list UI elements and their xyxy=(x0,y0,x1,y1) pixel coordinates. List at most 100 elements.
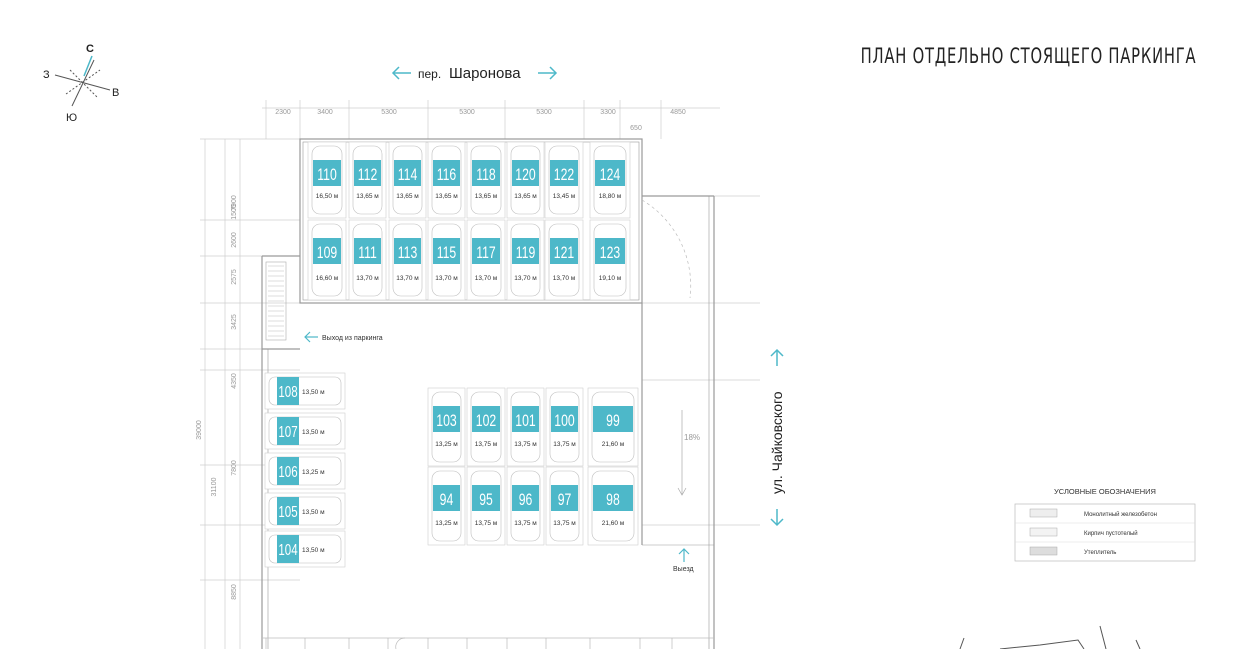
space-number: 111 xyxy=(358,244,377,262)
car-outline xyxy=(548,223,580,297)
space-number-box xyxy=(354,160,381,186)
car-outline xyxy=(593,223,627,297)
space-area: 13,75 м xyxy=(553,520,576,527)
space-number-box xyxy=(433,160,460,186)
arrow-up-icon xyxy=(770,348,784,366)
space-area: 13,65 м xyxy=(514,193,537,200)
exit-parking-label: Выход из паркинга xyxy=(322,335,383,342)
dimension-label: 7800 xyxy=(231,460,238,476)
space-number-box xyxy=(472,238,500,264)
car-outline xyxy=(392,145,423,215)
space-area: 13,50 м xyxy=(302,547,325,554)
space-number: 95 xyxy=(479,491,493,509)
space-number: 104 xyxy=(278,540,297,558)
car-outline xyxy=(549,391,580,463)
space-number-box xyxy=(277,417,299,445)
space-area: 16,50 м xyxy=(316,193,339,200)
street-right: ул. Чайковского xyxy=(769,391,785,494)
parking-space: 104 13,50 м xyxy=(264,530,346,568)
car-outline xyxy=(510,391,541,463)
space-area: 13,25 м xyxy=(435,520,458,527)
legend-item: Монолитный железобетон xyxy=(1084,511,1157,518)
space-number-box xyxy=(472,406,500,432)
space-number: 106 xyxy=(278,462,297,480)
dimension-label: 4350 xyxy=(231,373,238,389)
space-area: 13,65 м xyxy=(396,193,419,200)
space-number: 110 xyxy=(317,166,336,184)
space-number: 94 xyxy=(440,491,454,509)
space-area: 21,60 м xyxy=(602,441,625,448)
space-number: 109 xyxy=(317,244,337,262)
space-number-box xyxy=(433,238,460,264)
space-area: 13,70 м xyxy=(396,275,419,282)
space-number: 115 xyxy=(437,244,456,262)
space-number-box xyxy=(472,485,500,511)
ramp xyxy=(677,410,687,496)
legend-item: Утеплитель xyxy=(1084,550,1116,556)
car-outline xyxy=(352,145,383,215)
space-number-box xyxy=(551,485,578,511)
space-number: 114 xyxy=(398,166,417,184)
space-number-box xyxy=(433,406,460,432)
space-number: 108 xyxy=(278,382,297,400)
arrow-down-icon xyxy=(770,509,784,527)
car-outline xyxy=(593,145,627,215)
exit-label: Выезд xyxy=(673,566,694,573)
space-number-box xyxy=(472,160,500,186)
space-number: 102 xyxy=(476,412,496,430)
car-outline xyxy=(311,223,343,297)
space-number: 99 xyxy=(606,412,620,430)
stairs xyxy=(265,261,287,341)
street-top-prefix: пер. xyxy=(418,67,441,81)
space-area: 19,10 м xyxy=(599,275,622,282)
arrow-right-icon xyxy=(538,66,558,80)
dimension-label: 3300 xyxy=(600,109,616,116)
space-number: 98 xyxy=(606,491,620,509)
street-top-name: Шаронова xyxy=(449,65,521,82)
space-number-box xyxy=(394,238,421,264)
space-area: 13,25 м xyxy=(435,441,458,448)
space-number-box xyxy=(313,238,341,264)
space-number-box xyxy=(512,485,539,511)
car-outline xyxy=(431,470,462,542)
space-area: 13,45 м xyxy=(553,193,576,200)
space-area: 13,65 м xyxy=(475,193,498,200)
space-area: 13,75 м xyxy=(553,441,576,448)
space-number-box xyxy=(550,238,578,264)
space-area: 13,70 м xyxy=(553,275,576,282)
space-number: 123 xyxy=(600,244,620,262)
car-outline xyxy=(268,416,342,446)
space-area: 13,50 м xyxy=(302,509,325,516)
car-outline xyxy=(470,223,502,297)
exit-up-icon xyxy=(678,548,690,562)
legend-title: УСЛОВНЫЕ ОБОЗНАЧЕНИЯ xyxy=(1054,487,1156,496)
dimension-label: 4850 xyxy=(670,109,686,116)
space-number: 101 xyxy=(515,412,535,430)
ramp-slope: 18% xyxy=(684,433,700,442)
space-area: 13,70 м xyxy=(356,275,379,282)
space-number-box xyxy=(277,377,299,405)
space-number-box xyxy=(354,238,381,264)
space-number: 105 xyxy=(278,502,297,520)
space-number-box xyxy=(313,160,341,186)
space-number: 121 xyxy=(554,244,574,262)
parking-space: 114 13,65 м xyxy=(388,141,427,219)
dimension-label: 39000 xyxy=(196,420,203,440)
car-outline xyxy=(392,223,423,297)
car-outline xyxy=(352,223,383,297)
space-number: 117 xyxy=(476,244,495,262)
walls xyxy=(261,138,715,649)
space-number: 96 xyxy=(519,491,533,509)
space-number: 107 xyxy=(278,422,297,440)
